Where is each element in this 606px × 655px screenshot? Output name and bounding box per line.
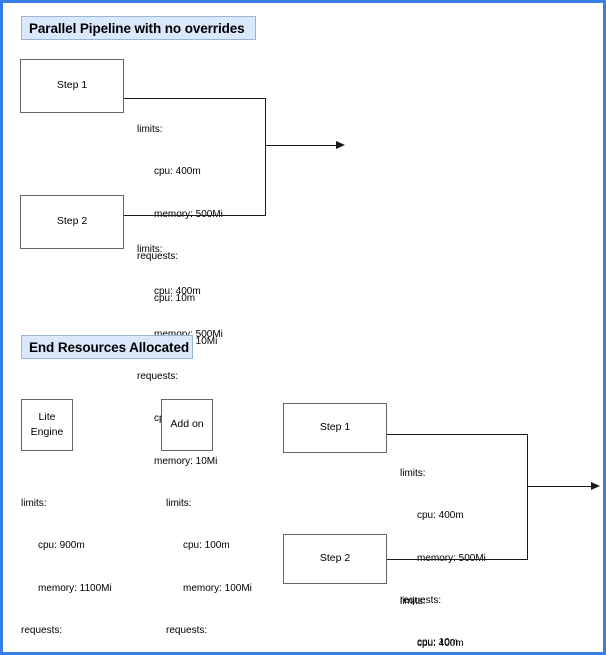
spec-requests-header: requests: [400, 595, 442, 607]
box-lite-engine-label-line-2: Engine [30, 426, 64, 438]
box-bottom-step-1-label: Step 1 [319, 421, 351, 434]
spec-limits-header: limits: [166, 498, 192, 510]
box-top-step-2[interactable]: Step 2 [20, 195, 124, 249]
spec-requests-header: requests: [21, 625, 63, 637]
spec-requests-cpu: cpu: 10m [417, 637, 459, 649]
connector-top-output-line [265, 145, 338, 146]
spec-limits-header: limits: [137, 244, 163, 256]
spec-limits-memory: memory: 500Mi [154, 328, 223, 340]
spec-requests-header: requests: [137, 251, 179, 263]
connector-bottom-step-2-line [387, 559, 528, 560]
spec-requests-memory: memory: 10Mi [154, 455, 218, 467]
spec-requests-cpu: cpu: 10m [154, 293, 196, 305]
section-banner-end-resources: End Resources Allocated [21, 335, 193, 359]
spec-limits-memory: memory: 500Mi [154, 208, 223, 220]
spec-limits-cpu: cpu: 900m [38, 540, 85, 552]
connector-bottom-bracket-vertical [527, 434, 528, 560]
spec-lite-engine: limits: cpu: 900m memory: 1100Mi request… [21, 469, 112, 652]
spec-bottom-step-1: limits: cpu: 400m memory: 500Mi requests… [400, 439, 486, 652]
spec-limits-header: limits: [400, 596, 426, 608]
spec-requests-header: requests: [166, 625, 208, 637]
connector-bottom-step-1-line [387, 434, 528, 435]
spec-limits-cpu: cpu: 400m [154, 286, 201, 298]
spec-limits-memory: memory: 500Mi [417, 552, 486, 564]
arrow-top-output-arrowhead [336, 141, 345, 149]
connector-bottom-output-line [527, 486, 593, 487]
connector-top-bracket-vertical [265, 98, 266, 216]
spec-requests-header: requests: [137, 371, 179, 383]
section-banner-parallel-pipeline: Parallel Pipeline with no overrides [21, 16, 256, 40]
spec-limits-cpu: cpu: 100m [183, 540, 230, 552]
box-bottom-step-2-label: Step 2 [319, 552, 351, 565]
box-add-on-label: Add on [170, 418, 204, 431]
box-top-step-1-label: Step 1 [56, 79, 88, 92]
box-bottom-step-1[interactable]: Step 1 [283, 403, 387, 453]
spec-limits-cpu: cpu: 400m [417, 510, 464, 522]
arrow-bottom-output-arrowhead [591, 482, 600, 490]
box-bottom-step-2[interactable]: Step 2 [283, 534, 387, 584]
spec-limits-cpu: cpu: 400m [154, 166, 201, 178]
box-top-step-1[interactable]: Step 1 [20, 59, 124, 113]
spec-add-on: limits: cpu: 100m memory: 100Mi requests… [166, 469, 252, 652]
diagram-canvas: Parallel Pipeline with no overrides Step… [3, 3, 603, 652]
connector-top-step-1-line [124, 98, 266, 99]
connector-top-step-2-line [124, 215, 266, 216]
spec-limits-header: limits: [400, 468, 426, 480]
box-add-on[interactable]: Add on [161, 399, 213, 451]
spec-limits-header: limits: [21, 498, 47, 510]
spec-limits-memory: memory: 1100Mi [38, 582, 112, 594]
box-lite-engine[interactable]: Lite Engine [21, 399, 73, 451]
spec-limits-cpu: cpu: 400m [417, 638, 464, 650]
spec-bottom-step-2: limits: cpu: 400m memory: 500Mi requests… [400, 567, 486, 652]
spec-limits-memory: memory: 100Mi [183, 582, 252, 594]
box-lite-engine-label-line-1: Lite [38, 410, 56, 423]
spec-limits-header: limits: [137, 124, 163, 136]
box-top-step-2-label: Step 2 [56, 215, 88, 228]
